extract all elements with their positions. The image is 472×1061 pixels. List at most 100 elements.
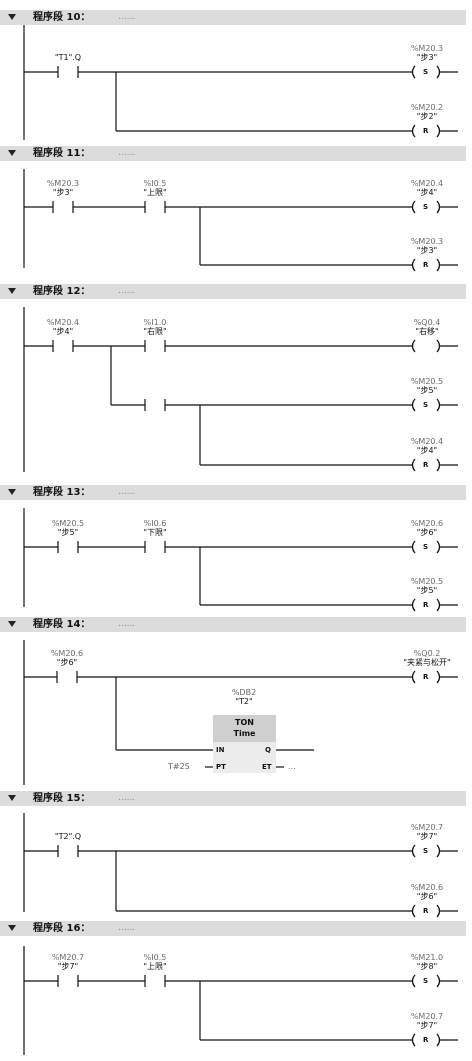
coil-tag: "步5" [416,386,438,395]
coil-address: %M20.7 [410,1012,444,1021]
coil-address: %M20.6 [410,883,444,892]
contact-14-0[interactable] [56,670,78,684]
output-10-1-coil[interactable] [411,124,441,138]
output-13-1-coil[interactable] [411,598,441,612]
coil-label: %M20.4"步4" [377,437,472,455]
coil-label: %M20.7"步7" [377,823,472,841]
coil-label: %M20.6"步6" [377,883,472,901]
contact-12-0[interactable] [52,339,74,353]
coil-address: %M20.4 [410,437,444,446]
contact-11-0[interactable] [52,200,74,214]
contact-label: %M20.3"步3" [23,179,103,197]
coil-type: R [423,907,429,915]
network-title: 程序段 11： [33,148,91,159]
network-title: 程序段 10： [33,12,91,23]
network-header-13[interactable]: 程序段 13：...... [0,485,466,500]
coil-type: R [423,601,429,609]
output-12-2-coil[interactable] [411,458,441,472]
contact-address: %M20.3 [46,179,80,188]
output-11-0-coil[interactable] [411,200,441,214]
contact-tag: "T1".Q [54,53,82,62]
contact-label: %M20.7"步7" [28,953,108,971]
contact-address: %M20.5 [51,519,85,528]
coil-address: %M20.7 [410,823,444,832]
contact-address: %M20.4 [46,318,80,327]
contact-13-1[interactable] [144,540,166,554]
output-12-1-coil[interactable] [411,398,441,412]
network-header-10[interactable]: 程序段 10：...... [0,10,466,25]
coil-tag: "步3" [416,53,438,62]
collapse-triangle-icon[interactable] [8,288,16,294]
coil-type: S [423,203,429,211]
output-15-0-coil[interactable] [411,844,441,858]
coil-label: %M20.2"步2" [377,103,472,121]
contact-15-0[interactable] [57,844,79,858]
coil-type: R [423,127,429,135]
contact-tag: "步5" [57,528,79,537]
output-12-0-coil[interactable] [411,339,441,353]
contact-11-1[interactable] [144,200,166,214]
network-title: 程序段 12： [33,286,91,297]
timer-q: Q [265,746,271,754]
coil-tag: "步5" [416,586,438,595]
contact-label: %I1.0"右限" [115,318,195,336]
network-header-12[interactable]: 程序段 12：...... [0,284,466,299]
timer-header[interactable] [213,715,276,742]
network-comment[interactable]: ...... [118,12,136,22]
network-comment[interactable]: ...... [118,793,136,803]
collapse-triangle-icon[interactable] [8,925,16,931]
contact-13-0[interactable] [57,540,79,554]
output-15-1-coil[interactable] [411,904,441,918]
output-10-0-coil[interactable] [411,65,441,79]
output-13-0-coil[interactable] [411,540,441,554]
contact-tag: "上限" [143,188,167,197]
timer-et: ET [262,763,272,771]
output-16-1-coil[interactable] [411,1033,441,1047]
output-14-0-coil[interactable] [411,670,441,684]
coil-type: R [423,461,429,469]
contact-label: %I0.5"上限" [115,179,195,197]
network-header-14[interactable]: 程序段 14：...... [0,617,466,632]
network-title: 程序段 16： [33,923,91,934]
collapse-triangle-icon[interactable] [8,150,16,156]
contact-tag: "右限" [143,327,167,336]
network-comment[interactable]: ...... [118,619,136,629]
contact-label: %M20.5"步5" [28,519,108,537]
coil-address: %M20.3 [410,237,444,246]
coil-label: %Q0.2"夹紧与松开" [377,649,472,667]
output-16-0-coil[interactable] [411,974,441,988]
network-comment[interactable]: ...... [118,923,136,933]
coil-label: %M20.6"步6" [377,519,472,537]
coil-type: S [423,977,429,985]
contact-12-1[interactable] [144,339,166,353]
contact-address: %I0.5 [143,953,167,962]
network-comment[interactable]: ...... [118,286,136,296]
contact-label: %I0.6"下限" [115,519,195,537]
network-header-15[interactable]: 程序段 15：...... [0,791,466,806]
contact-16-0[interactable] [57,974,79,988]
timer-et-value: ... [288,762,296,771]
output-11-1-coil[interactable] [411,258,441,272]
network-header-11[interactable]: 程序段 11：...... [0,146,466,161]
timer-body[interactable] [213,742,276,773]
contact-tag: "下限" [143,528,167,537]
coil-address: %M20.2 [410,103,444,112]
contact-label: %I0.5"上限" [115,953,195,971]
coil-tag: "步4" [416,188,438,197]
network-comment[interactable]: ...... [118,148,136,158]
coil-type: S [423,68,429,76]
coil-type: S [423,543,429,551]
network-comment[interactable]: ...... [118,487,136,497]
contact-16-1[interactable] [144,974,166,988]
timer-pt-value[interactable]: T#2S [168,762,190,771]
coil-tag: "右移" [415,327,439,336]
collapse-triangle-icon[interactable] [8,621,16,627]
timer-db: %DB2 [231,688,257,697]
collapse-triangle-icon[interactable] [8,795,16,801]
network-header-16[interactable]: 程序段 16：...... [0,921,466,936]
contact-address: %I0.6 [143,519,167,528]
collapse-triangle-icon[interactable] [8,14,16,20]
contact-10-0[interactable] [57,65,79,79]
coil-label: %M20.5"步5" [377,377,472,395]
collapse-triangle-icon[interactable] [8,489,16,495]
